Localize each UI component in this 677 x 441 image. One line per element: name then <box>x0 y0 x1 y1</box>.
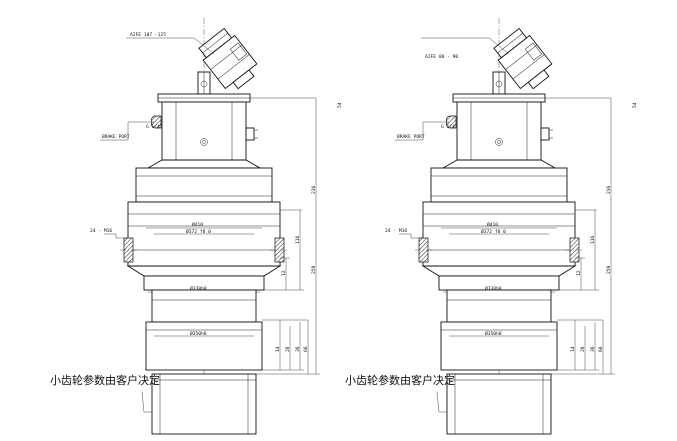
dim-value: 28 <box>580 346 586 352</box>
dim-value: 259 <box>606 265 612 274</box>
dimension-values: 12 116 259 14 28 36 66 236 54 <box>275 102 343 352</box>
reducer-drawing-right: A2FE 80 - 90 G 1/4" BRAKE PORT 24 - M16 … <box>345 17 638 435</box>
bolt-pattern-label: 24 - M16 <box>90 228 112 234</box>
brake-port-label: BRAKE PORT <box>102 134 130 140</box>
diameter-flange: Ø410 <box>192 221 203 228</box>
brake-port-label: BRAKE PORT <box>397 134 425 140</box>
diameter-neck: Ø338h8 <box>190 285 207 292</box>
motor-model-label: A2FE 107 -125 <box>130 32 166 38</box>
diameter-lower: Ø350h8 <box>485 330 502 337</box>
dim-value: 116 <box>295 235 301 244</box>
pinion-note: 小齿轮参数由客户决定 <box>345 373 455 387</box>
brake-port-code: G 1/4" <box>146 124 163 130</box>
dimension-values: 12 116 259 14 28 36 66 236 54 <box>570 102 638 352</box>
dim-value: 14 <box>275 346 281 352</box>
diameter-lower: Ø350h8 <box>190 330 207 337</box>
dim-value: 36 <box>295 346 301 352</box>
dim-value: 36 <box>590 346 596 352</box>
dim-value: 54 <box>337 102 343 108</box>
dim-value: 28 <box>285 346 291 352</box>
bolt-pattern-label: 24 - M16 <box>385 228 407 234</box>
diameter-neck: Ø338h8 <box>485 285 502 292</box>
reducer-drawing-left: A2FE 107 -125 G 1/4" BRAKE PORT 24 - M16… <box>50 17 343 435</box>
dim-value: 236 <box>311 185 317 194</box>
dim-value: 14 <box>570 346 576 352</box>
reducer-outline <box>99 17 321 435</box>
dim-value: 54 <box>632 102 638 108</box>
dim-value: 66 <box>598 346 604 352</box>
diameter-pilot: Ø372 f8 0 <box>186 228 211 235</box>
pinion-note: 小齿轮参数由客户决定 <box>50 373 160 387</box>
diameter-pilot: Ø372 f8 0 <box>481 228 506 235</box>
dim-value: 12 <box>576 270 582 276</box>
dim-value: 66 <box>303 346 309 352</box>
reducer-outline <box>394 17 616 435</box>
dim-value: 259 <box>311 265 317 274</box>
dim-value: 236 <box>606 185 612 194</box>
diameter-flange: Ø410 <box>487 221 498 228</box>
brake-port-code: G 1/4" <box>441 124 458 130</box>
dim-value: 116 <box>590 235 596 244</box>
dim-value: 12 <box>281 270 287 276</box>
motor-model-label: A2FE 80 - 90 <box>425 54 458 60</box>
